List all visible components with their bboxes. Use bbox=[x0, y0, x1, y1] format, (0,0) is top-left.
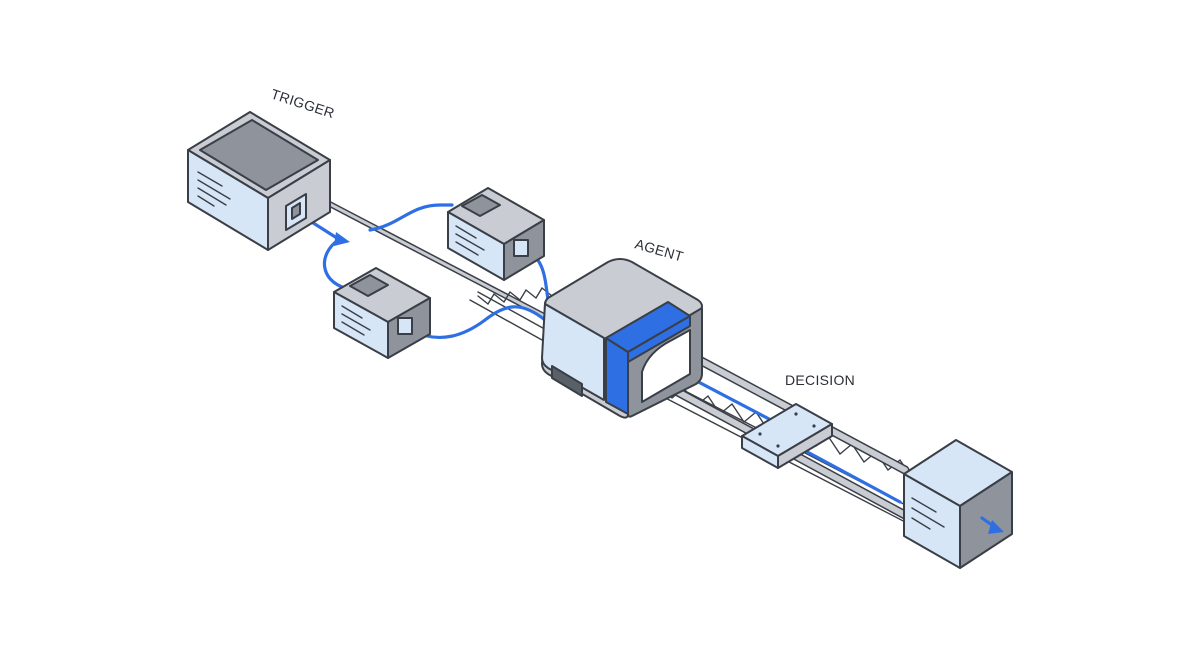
arrow-icon bbox=[988, 520, 1004, 534]
agent-node bbox=[541, 258, 703, 419]
decision-label: DECISION bbox=[785, 372, 855, 388]
trigger-node bbox=[187, 111, 331, 251]
document-icon bbox=[455, 225, 485, 256]
process-box-upper bbox=[447, 187, 545, 281]
port-icon bbox=[513, 239, 529, 257]
agent-label: AGENT bbox=[633, 236, 685, 265]
document-icon bbox=[341, 305, 371, 336]
port-icon bbox=[397, 317, 413, 335]
decision-node bbox=[741, 403, 833, 469]
document-icon bbox=[911, 497, 945, 530]
arrow-icon bbox=[334, 232, 350, 246]
output-node bbox=[903, 439, 1013, 569]
document-icon bbox=[197, 171, 231, 207]
trigger-label: TRIGGER bbox=[269, 86, 337, 122]
process-box-lower bbox=[333, 267, 431, 359]
main-rail bbox=[319, 197, 569, 351]
